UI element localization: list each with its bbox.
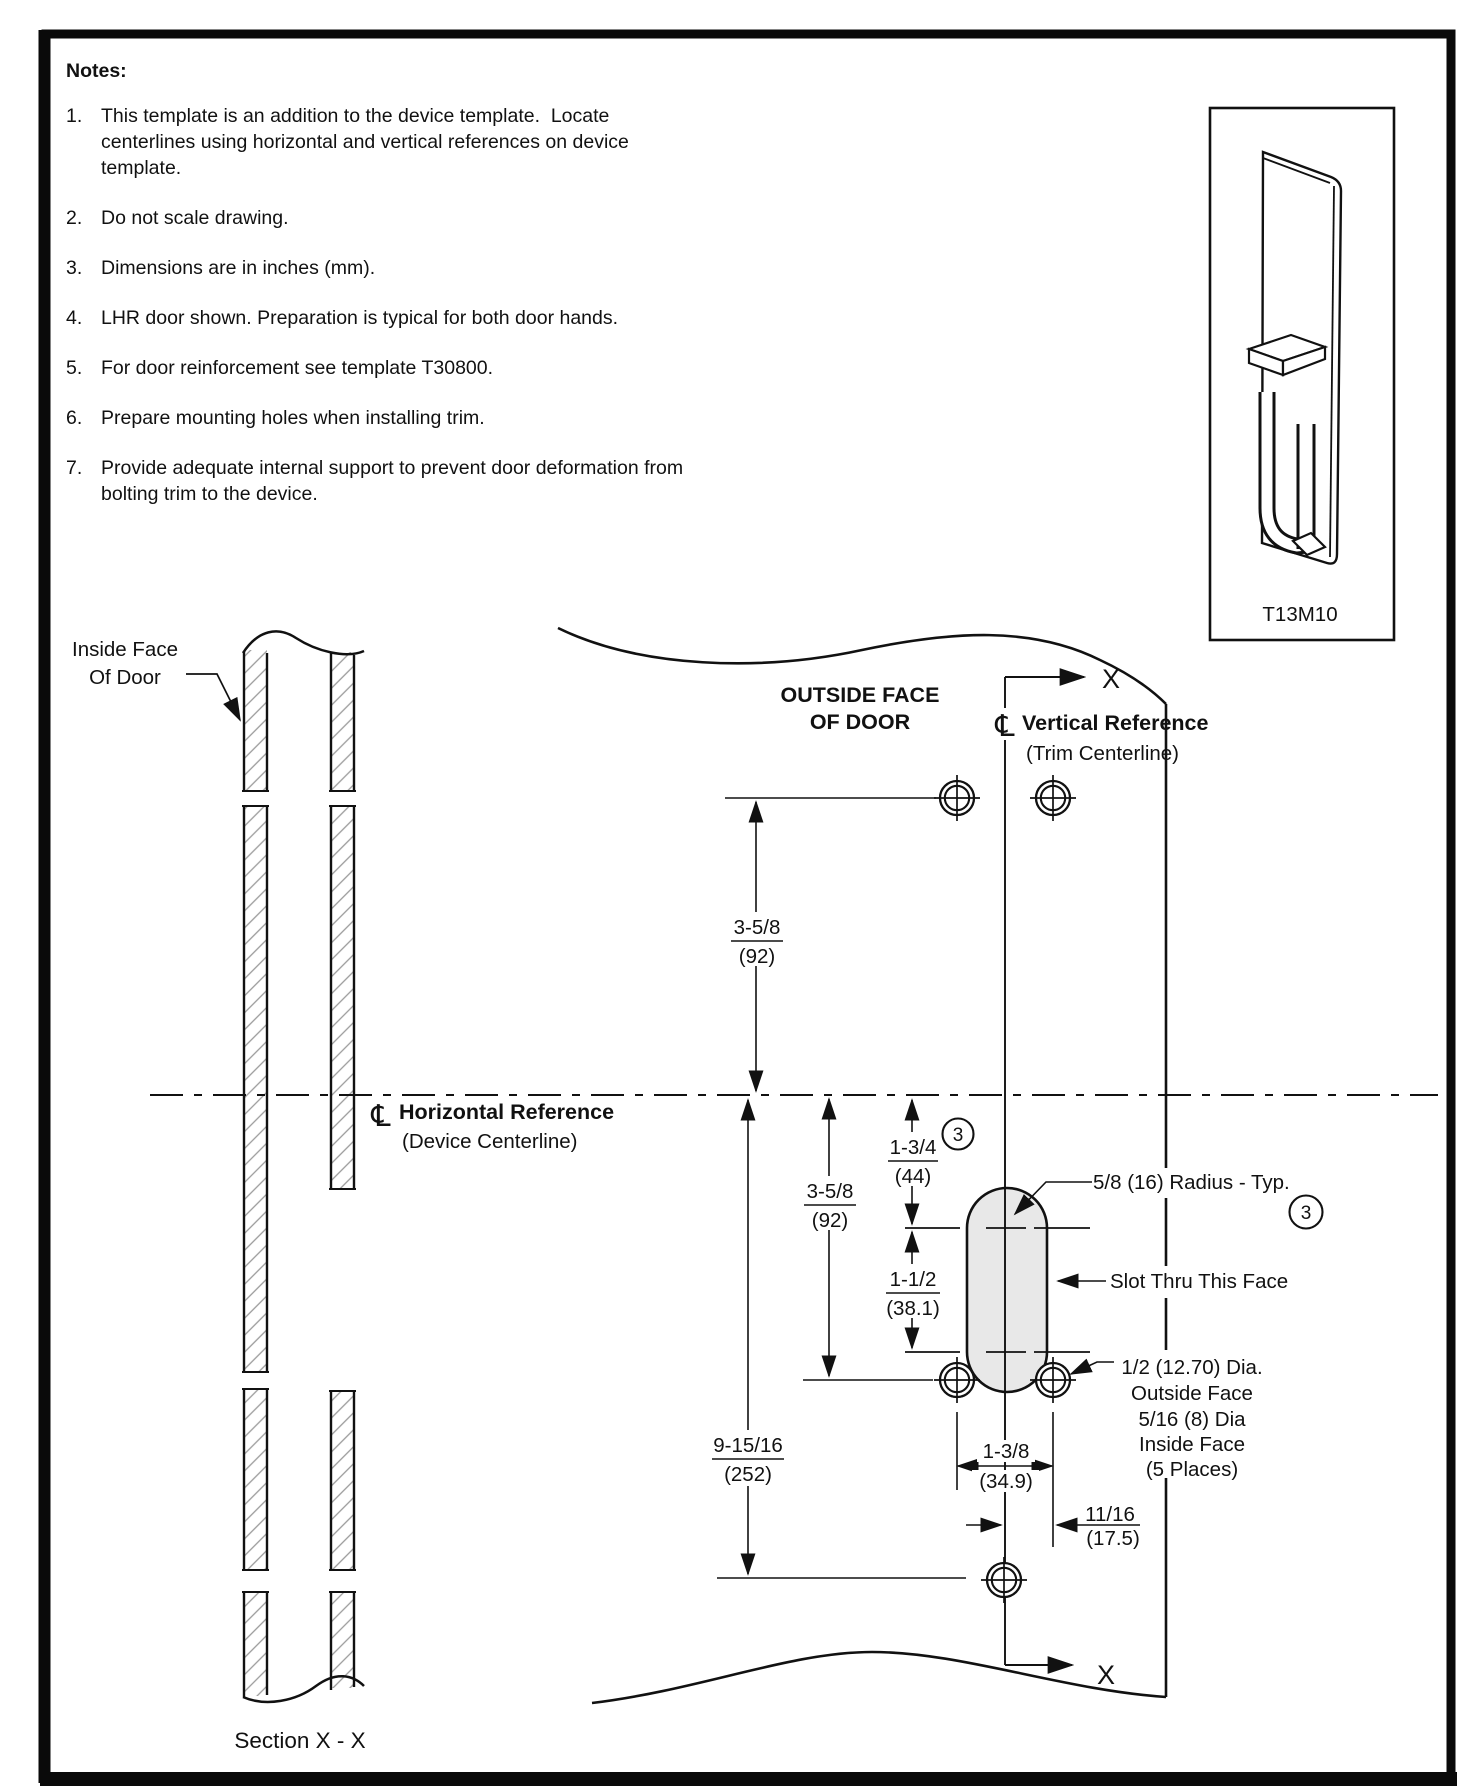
x-label-top: X <box>1102 664 1120 694</box>
face-title-2: OF DOOR <box>810 710 911 734</box>
note-line: Do not scale drawing. <box>101 207 289 229</box>
note-line: Provide adequate internal support to pre… <box>101 457 684 479</box>
skin-cutouts <box>242 790 356 1593</box>
note-number: 7. <box>66 457 83 479</box>
note-line: This template is an addition to the devi… <box>101 105 610 127</box>
page-border <box>38 29 1457 1786</box>
note-number: 6. <box>66 407 83 429</box>
trim-isometric-icon <box>1245 150 1343 565</box>
section-top-break <box>241 630 365 656</box>
note-number: 2. <box>66 207 83 229</box>
note-number: 5. <box>66 357 83 379</box>
svg-text:9-15/16: 9-15/16 <box>713 1434 783 1457</box>
face-view: X X 3-5/8 (92) <box>150 626 1438 1705</box>
door-bottom-break <box>591 1650 1167 1705</box>
note-line: bolting trim to the device. <box>101 483 318 505</box>
note-line: Prepare mounting holes when installing t… <box>101 407 485 429</box>
note-item-2: 2. Do not scale drawing. <box>66 205 846 231</box>
note-ref-circle-a <box>941 1117 975 1151</box>
svg-text:(34.9): (34.9) <box>979 1470 1033 1493</box>
notes-block: Notes: 1. This template is an addition t… <box>66 58 846 531</box>
dim-bottom-spacing: 9-15/16 (252) <box>707 1098 789 1576</box>
dim-hole-offset: 11/16 (17.5) <box>966 1503 1140 1550</box>
svg-text:1/2 (12.70) Dia.: 1/2 (12.70) Dia. <box>1121 1356 1262 1379</box>
note-item-1: 1. This template is an addition to the d… <box>66 103 846 181</box>
note-ref-a: 3 <box>953 1125 964 1146</box>
dim-top-spacing: 3-5/8 (92) <box>726 800 787 1093</box>
slot-tangent-lines <box>905 1227 1090 1353</box>
note-line: LHR door shown. Preparation is typical f… <box>101 307 619 329</box>
svg-text:1-1/2: 1-1/2 <box>890 1268 937 1291</box>
note-ref-circle-b <box>1288 1194 1324 1230</box>
svg-text:5/16 (8) Dia: 5/16 (8) Dia <box>1138 1408 1246 1431</box>
hole-top-right <box>1028 773 1078 823</box>
dim-slot-top: 1-3/4 (44) 3 <box>885 1098 975 1226</box>
hole-bottom <box>979 1555 1029 1605</box>
svg-text:11/16: 11/16 <box>1085 1503 1135 1526</box>
note-number: 3. <box>66 257 83 279</box>
vref-symbol-bg <box>992 708 1018 740</box>
note-item-6: 6. Prepare mounting holes when installin… <box>66 405 846 431</box>
inside-face-label-1: Inside Face <box>72 638 178 661</box>
note-line: Dimensions are in inches (mm). <box>101 257 376 279</box>
note-item-5: 5. For door reinforcement see template T… <box>66 355 846 381</box>
note-number: 4. <box>66 307 83 329</box>
dim-mid-spacing: 3-5/8 (92) <box>799 1097 860 1378</box>
note-item-3: 3. Dimensions are in inches (mm). <box>66 255 846 281</box>
inside-face-label-2: Of Door <box>89 666 161 689</box>
inside-face-leader <box>186 673 241 722</box>
dim-hole-span: 1-3/8 (34.9) <box>956 1440 1054 1493</box>
svg-text:(252): (252) <box>724 1463 772 1486</box>
thumbnail-label: T13M10 <box>1262 603 1337 626</box>
note-item-7: 7. Provide adequate internal support to … <box>66 455 846 507</box>
svg-text:(5 Places): (5 Places) <box>1146 1458 1238 1481</box>
dia-leader <box>1069 1358 1114 1375</box>
face-title-1: OUTSIDE FACE <box>781 683 940 707</box>
svg-text:Inside Face: Inside Face <box>1139 1433 1245 1456</box>
door-top-break <box>557 626 1167 705</box>
dim-slot-length: 1-1/2 (38.1) <box>881 1230 944 1350</box>
svg-text:3-5/8: 3-5/8 <box>734 916 781 939</box>
trim-thumbnail: T13M10 <box>1208 106 1396 642</box>
vref-sublabel: (Trim Centerline) <box>1026 742 1179 765</box>
section-caption: Section X - X <box>234 1728 365 1753</box>
svg-text:(38.1): (38.1) <box>886 1297 940 1320</box>
extension-lines <box>717 797 1054 1579</box>
svg-text:1-3/4: 1-3/4 <box>890 1136 937 1159</box>
inside-skin-hatch <box>244 650 267 1696</box>
vref-centerline-symbol: ℄ <box>994 710 1014 743</box>
notes-heading: Notes: <box>66 60 127 82</box>
section-bottom-break <box>242 1675 365 1704</box>
svg-text:(92): (92) <box>812 1209 848 1232</box>
slot <box>965 1186 1049 1394</box>
svg-text:1-3/8: 1-3/8 <box>983 1440 1030 1463</box>
radius-callout: 5/8 (16) Radius - Typ. <box>1093 1171 1290 1194</box>
svg-text:(92): (92) <box>739 945 775 968</box>
radius-leader <box>1013 1181 1092 1216</box>
svg-text:Outside Face: Outside Face <box>1131 1382 1253 1405</box>
x-label-bottom: X <box>1097 1660 1115 1690</box>
note-line: For door reinforcement see template T308… <box>101 357 494 379</box>
svg-text:(17.5): (17.5) <box>1086 1527 1140 1550</box>
vref-label: Vertical Reference <box>1022 711 1208 735</box>
note-item-4: 4. LHR door shown. Preparation is typica… <box>66 305 846 331</box>
outside-skin-hatch <box>331 652 354 1688</box>
note-number: 1. <box>66 105 83 127</box>
href-sublabel: (Device Centerline) <box>402 1130 577 1153</box>
hole-top-left <box>932 773 982 823</box>
note-ref-b: 3 <box>1301 1203 1312 1224</box>
slot-callout: Slot Thru This Face <box>1110 1270 1288 1293</box>
href-centerline-symbol: ℄ <box>370 1100 390 1133</box>
section-view: Inside Face Of Door Section X - X <box>72 630 366 1753</box>
note-line: centerlines using horizontal and vertica… <box>101 131 629 153</box>
dia-callout: 1/2 (12.70) Dia. Outside Face 5/16 (8) D… <box>1121 1356 1262 1481</box>
svg-text:3-5/8: 3-5/8 <box>807 1180 854 1203</box>
svg-text:(44): (44) <box>895 1165 931 1188</box>
href-label: Horizontal Reference <box>399 1100 614 1124</box>
note-line: template. <box>101 157 182 179</box>
